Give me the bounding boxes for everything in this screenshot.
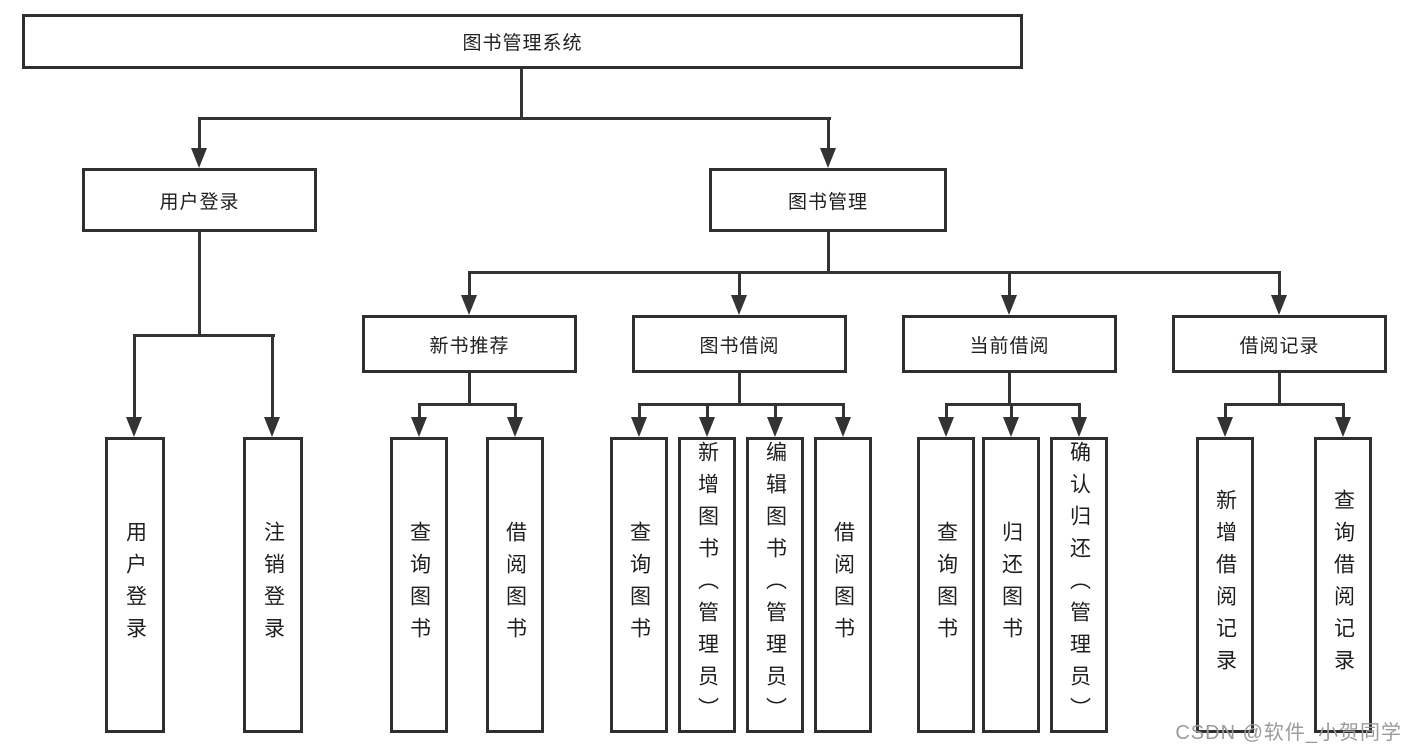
connector-line-v (842, 403, 845, 419)
arrowhead-down-icon (1071, 417, 1087, 437)
node-edit-book-admin: 编辑图书（管理员） (746, 437, 804, 733)
connector-line-v (1278, 271, 1281, 297)
connector-line-v (1010, 403, 1013, 419)
node-label: 借阅记录 (1239, 335, 1320, 357)
node-label: 查询借阅记录 (1331, 489, 1355, 681)
node-label: 图书管理系统 (462, 33, 583, 54)
connector-line-v (514, 403, 517, 419)
node-user-login-leaf: 用户登录 (105, 437, 165, 733)
connector-line-v (468, 373, 471, 405)
node-label: 确认归还（管理员） (1067, 441, 1091, 729)
connector-line-v (945, 403, 948, 419)
node-borrowing-records: 借阅记录 (1172, 315, 1387, 373)
connector-line-v (1278, 373, 1281, 405)
connector-line-h (945, 403, 1081, 406)
node-query-books-recommend: 查询图书 (390, 437, 448, 733)
node-label: 编辑图书（管理员） (763, 441, 787, 729)
arrowhead-down-icon (1271, 295, 1287, 315)
node-label: 图书借阅 (699, 335, 780, 357)
arrowhead-down-icon (191, 148, 207, 168)
connector-line-v (638, 403, 641, 419)
node-label: 查询图书 (934, 521, 958, 649)
node-label: 用户登录 (123, 521, 147, 649)
node-label: 借阅图书 (503, 521, 527, 649)
arrowhead-down-icon (1001, 295, 1017, 315)
arrowhead-down-icon (461, 295, 477, 315)
node-label: 图书管理 (787, 191, 868, 213)
node-borrow-books-borrowing: 借阅图书 (814, 437, 872, 733)
node-new-book-recommendation: 新书推荐 (362, 315, 577, 373)
arrowhead-down-icon (835, 417, 851, 437)
node-logout: 注销登录 (243, 437, 303, 733)
connector-line-h (1224, 403, 1345, 406)
node-label: 用户登录 (159, 191, 240, 213)
arrowhead-down-icon (411, 417, 427, 437)
connector-line-v (198, 117, 201, 150)
node-query-borrow-record: 查询借阅记录 (1314, 437, 1372, 733)
node-current-borrowing: 当前借阅 (902, 315, 1117, 373)
arrowhead-down-icon (731, 295, 747, 315)
arrowhead-down-icon (767, 417, 783, 437)
connector-line-h (418, 403, 517, 406)
node-user-login: 用户登录 (82, 168, 317, 232)
connector-line-v (738, 373, 741, 405)
connector-line-v (133, 334, 136, 419)
node-label: 查询图书 (627, 521, 651, 649)
connector-line-v (706, 403, 709, 419)
node-confirm-return-admin: 确认归还（管理员） (1050, 437, 1108, 733)
watermark: CSDN @软件_小贺同学 (1175, 722, 1402, 744)
node-label: 注销登录 (261, 521, 285, 649)
connector-line-v (1008, 373, 1011, 405)
arrowhead-down-icon (1335, 417, 1351, 437)
node-label: 新增借阅记录 (1213, 489, 1237, 681)
connector-line-v (1078, 403, 1081, 419)
arrowhead-down-icon (126, 417, 142, 437)
connector-line-v (1008, 271, 1011, 297)
connector-line-v (774, 403, 777, 419)
arrowhead-down-icon (264, 417, 280, 437)
node-library-management-system: 图书管理系统 (22, 14, 1023, 69)
connector-line-v (271, 334, 274, 419)
node-add-borrow-record: 新增借阅记录 (1196, 437, 1254, 733)
connector-line-h (133, 334, 275, 337)
connector-line-v (198, 232, 201, 336)
node-book-management: 图书管理 (709, 168, 947, 232)
node-add-book-admin: 新增图书（管理员） (678, 437, 736, 733)
connector-line-h (638, 403, 845, 406)
node-return-books: 归还图书 (982, 437, 1040, 733)
arrowhead-down-icon (938, 417, 954, 437)
node-query-books-current: 查询图书 (917, 437, 975, 733)
node-book-borrowing: 图书借阅 (632, 315, 847, 373)
connector-line-v (1342, 403, 1345, 419)
arrowhead-down-icon (820, 148, 836, 168)
connector-line-h (198, 117, 831, 120)
node-label: 查询图书 (407, 521, 431, 649)
node-borrow-books-recommend: 借阅图书 (486, 437, 544, 733)
node-label: 借阅图书 (831, 521, 855, 649)
connector-line-v (468, 271, 471, 297)
node-label: 新增图书（管理员） (695, 441, 719, 729)
connector-line-h (468, 271, 1281, 274)
node-query-books-borrowing: 查询图书 (610, 437, 668, 733)
connector-line-v (827, 117, 830, 150)
arrowhead-down-icon (1217, 417, 1233, 437)
node-label: 归还图书 (999, 521, 1023, 649)
arrowhead-down-icon (1003, 417, 1019, 437)
connector-line-v (520, 69, 523, 119)
arrowhead-down-icon (631, 417, 647, 437)
connector-line-v (738, 271, 741, 297)
node-label: 当前借阅 (969, 335, 1050, 357)
arrowhead-down-icon (507, 417, 523, 437)
node-label: 新书推荐 (429, 335, 510, 357)
connector-line-v (1224, 403, 1227, 419)
connector-line-v (418, 403, 421, 419)
connector-line-v (827, 232, 830, 273)
arrowhead-down-icon (699, 417, 715, 437)
